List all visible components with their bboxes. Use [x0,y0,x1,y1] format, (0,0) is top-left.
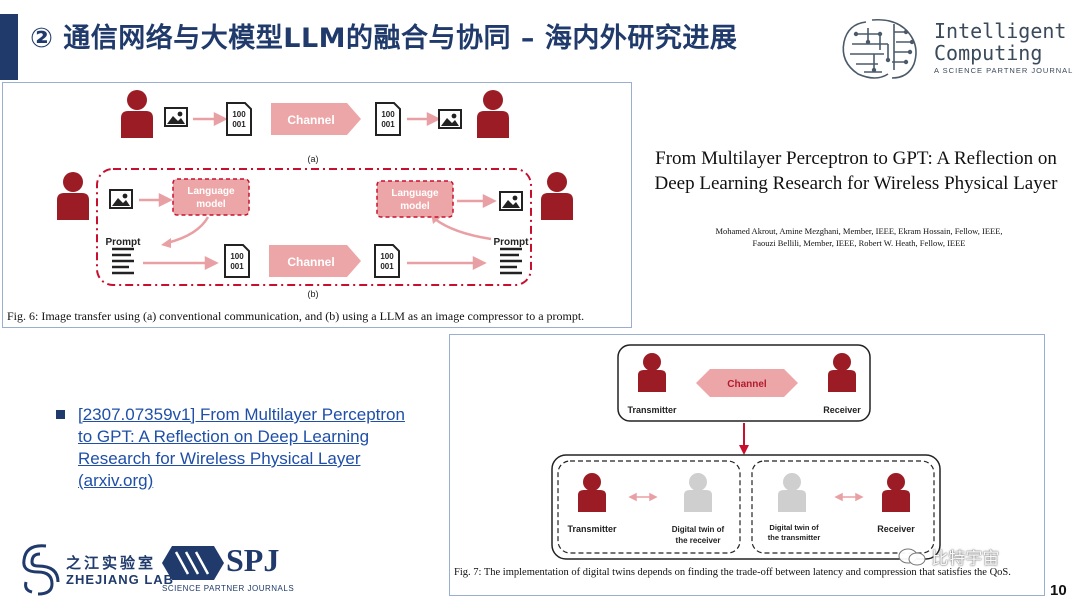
watermark-text: 比特宇宙 [931,549,1000,569]
figure-7: Transmitter Channel Receiver Transmitter… [449,334,1045,596]
fig7-top-transmitter-icon [638,353,666,392]
title-accent-bar [0,14,18,80]
watermark: 比特宇宙 [898,544,999,569]
fig6b-language-model-right: Language model [376,180,454,218]
fig6b-sender-icon [57,172,89,220]
fig6a-image-icon [164,107,188,127]
fig6-label-b: (b) [308,289,319,299]
fig7-diagram: Transmitter Channel Receiver Transmitter… [551,344,941,560]
spj-hexagon-icon [162,546,224,580]
fig6b-arrow-lm-to-image [457,193,497,209]
fig7-twin-receiver-label-1: Digital twin of [672,525,725,534]
fig7-top-receiver-label: Receiver [823,405,861,415]
fig7-right-dashed-box [751,460,935,554]
zhejiang-lab-swirl-icon [22,544,60,596]
spj-wordmark: SPJ [226,542,280,578]
fig6-diagram: 100 001 Channel (a) [57,90,573,299]
fig7-receiver-label: Receiver [877,524,915,534]
paper-title: From Multilayer Perceptron to GPT: A Ref… [654,148,1058,194]
fig6b-curved-arrow-left [166,216,210,245]
fig7-down-arrow [739,423,749,455]
fig6b-arrow-file-to-prompt [407,255,487,271]
figure-6: 100 001 Channel (a) [2,82,632,328]
fig6b-curved-arrow-right [434,218,492,241]
slide-title: ② 通信网络与大模型LLM的融合与协同 – 海内外研究进展 [30,23,738,54]
fig7-right-double-arrow [834,492,864,502]
fig6b-decoded-file-icon [374,244,400,278]
fig7-top-receiver-icon [828,353,856,392]
paper-authors: Mohamed Akrout, Amine Mezghani, Member, … [664,225,1054,249]
journal-name-line1: Intelligent [934,19,1067,43]
paper-authors-line2: Faouzi Bellili, Member, IEEE, Robert W. … [752,238,966,248]
square-bullet-icon [56,410,65,419]
fig6b-image-icon [109,189,133,209]
fig7-twin-transmitter-label-1: Digital twin of [769,523,819,532]
fig7-receiver-icon [882,473,910,512]
fig6a-decoded-file-icon [375,102,401,136]
spj-logo: SPJ SCIENCE PARTNER JOURNALS [160,542,300,598]
fig7-twin-transmitter-label-2: the transmitter [768,533,821,542]
fig6b-channel-label: Channel [287,255,334,269]
fig6b-encoded-file-icon [224,244,250,278]
fig6a-channel-label: Channel [287,113,334,127]
fig7-left-dashed-box [557,460,741,554]
svg-text:Language: Language [391,188,439,199]
fig6b-arrowhead-left [161,238,171,248]
arxiv-reference-link[interactable]: [2307.07359v1] From Multilayer Perceptro… [78,405,405,490]
fig7-transmitter-icon [578,473,606,512]
fig6-label-a: (a) [308,154,319,164]
fig7-caption: Fig. 7: The implementation of digital tw… [454,567,1011,578]
fig7-top-transmitter-label: Transmitter [627,405,677,415]
fig6a-channel: Channel [271,103,361,135]
svg-text:model: model [400,201,430,212]
zhejiang-lab-cn-name: 之江实验室 [66,555,157,572]
svg-text:model: model [196,199,226,210]
journal-name-line2: Computing [934,41,1043,65]
fig7-twin-receiver-label-2: the receiver [676,536,721,545]
brain-circuit-icon [842,18,917,79]
fig6a-output-image-icon [438,109,462,129]
fig7-left-double-arrow [628,492,658,502]
zhejiang-lab-en-name: ZHEJIANG LAB [66,572,175,587]
fig6b-prompt-icon-left [110,247,136,275]
fig7-bottom-box [551,454,941,560]
fig6b-channel: Channel [269,245,361,277]
journal-name: Intelligent Computing [934,20,1066,64]
fig6b-prompt-label-right: Prompt [494,237,530,248]
spj-subtitle: SCIENCE PARTNER JOURNALS [162,584,295,593]
fig7-channel: Channel [696,369,798,397]
fig7-twin-transmitter-icon [778,473,806,512]
fig6b-receiver-icon [541,172,573,220]
fig6-caption: Fig. 6: Image transfer using (a) convent… [7,309,585,323]
fig6b-arrow-prompt-to-file [143,255,219,271]
intelligent-computing-logo: Intelligent Computing A SCIENCE PARTNER … [836,14,1074,84]
journal-subtitle: A SCIENCE PARTNER JOURNAL [934,66,1074,75]
fig6a-arrow-2 [407,111,441,127]
page-number: 10 [1050,582,1067,599]
fig7-twin-receiver-icon [684,473,712,512]
svg-text:Language: Language [187,186,235,197]
fig6a-receiver-icon [477,90,509,138]
fig6b-language-model-left: Language model [172,178,250,216]
paper-authors-line1: Mohamed Akrout, Amine Mezghani, Member, … [715,226,1003,236]
zhejiang-lab-logo: 之江实验室 ZHEJIANG LAB [16,540,173,596]
fig6a-encoded-file-icon [226,102,252,136]
fig6b-arrow-to-lm [139,192,173,208]
fig6b-frame [96,168,532,286]
fig6b-output-image-icon [499,191,523,211]
wechat-icon [898,548,926,566]
fig6a-sender-icon [121,90,153,138]
fig6a-arrow [193,111,228,127]
fig7-channel-label: Channel [727,379,767,390]
fig7-top-box [617,344,871,422]
fig7-transmitter-label: Transmitter [567,524,617,534]
fig6b-prompt-icon-right [498,247,524,275]
fig6b-prompt-label-left: Prompt [106,237,142,248]
